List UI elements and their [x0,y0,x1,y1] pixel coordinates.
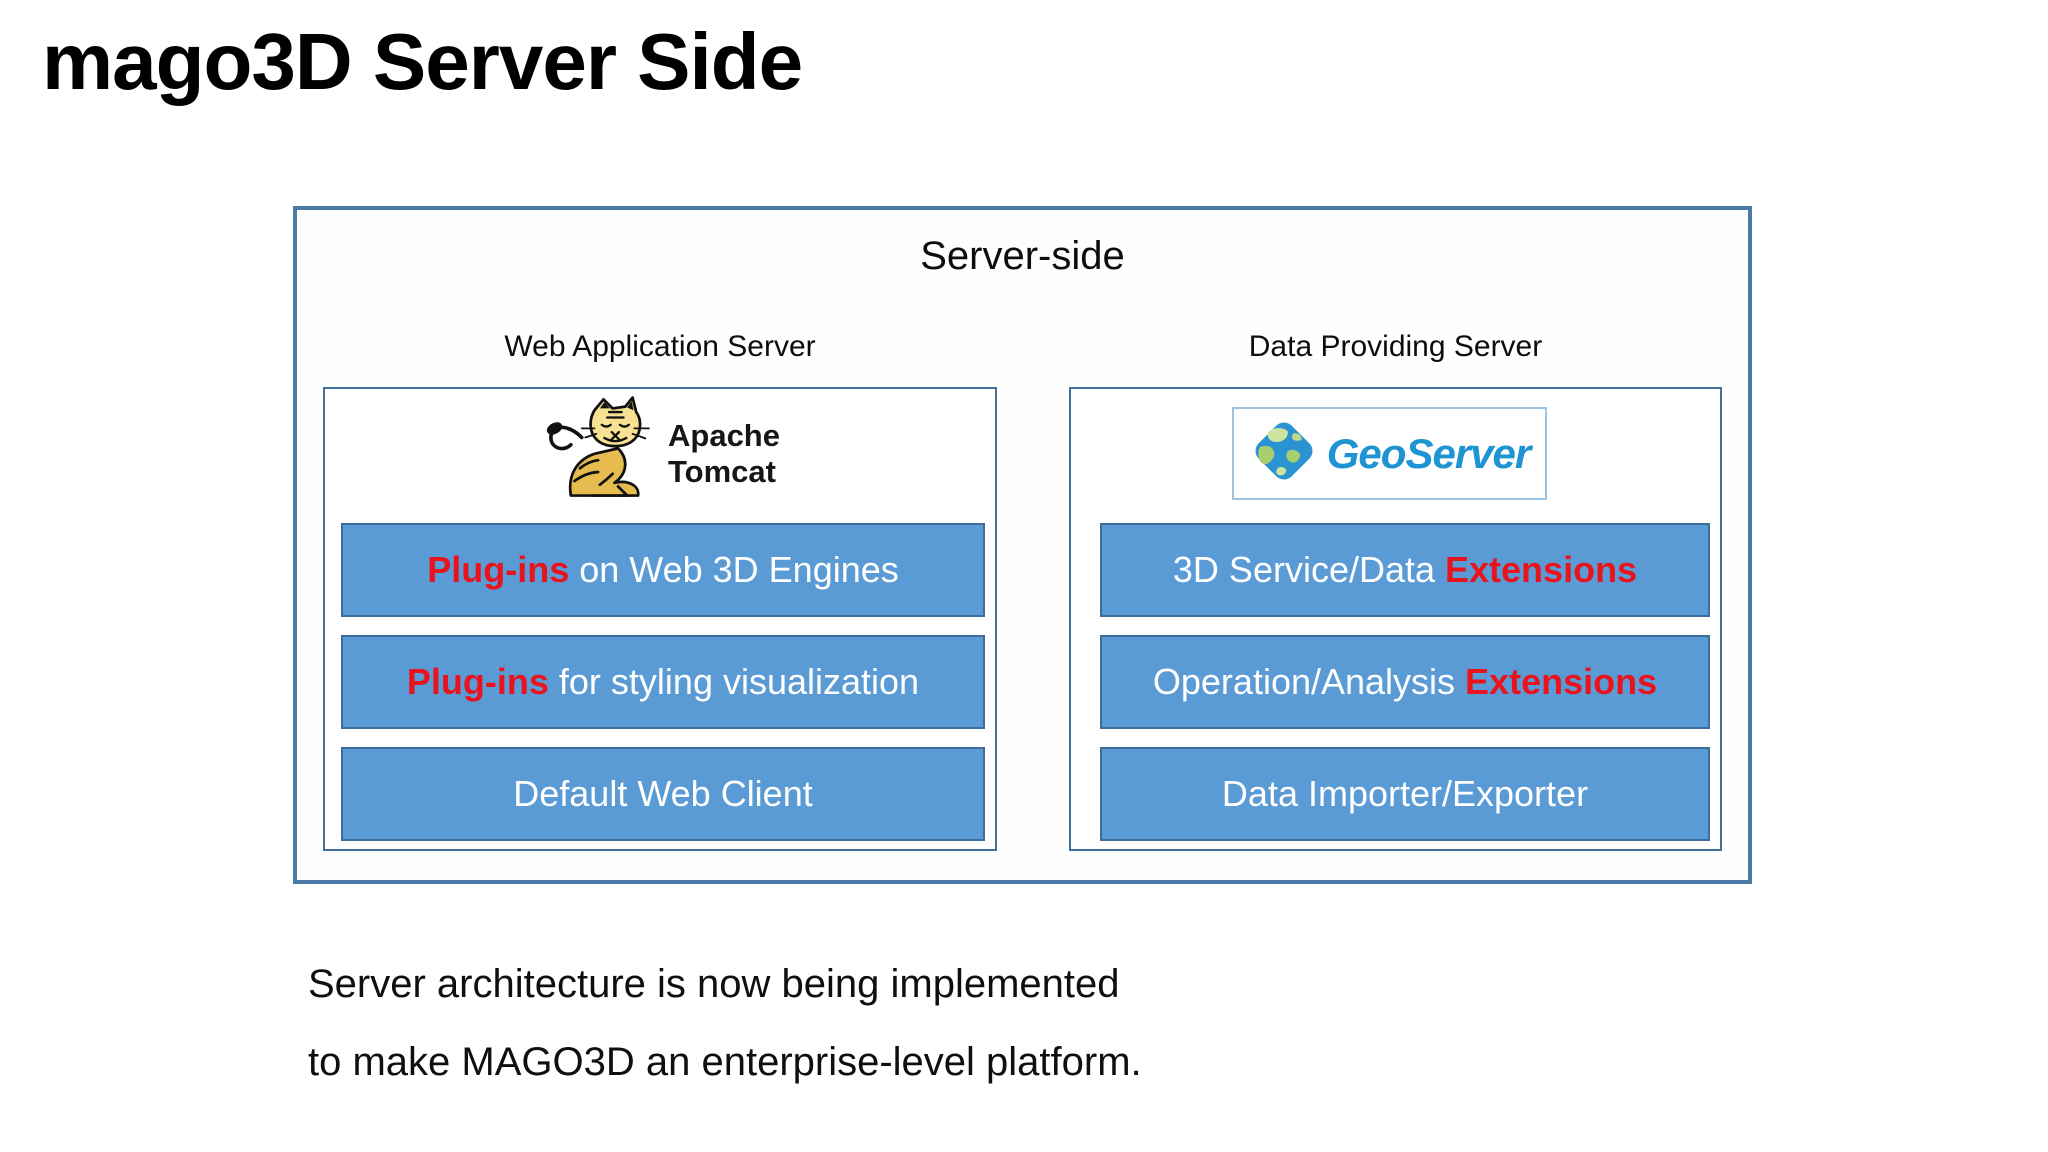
data-providing-server-label: Data Providing Server [1248,330,1543,363]
apache-tomcat-logo: Apache Tomcat [323,395,997,513]
bar-label: Operation/Analysis Extensions [1152,661,1658,702]
bar-label: 3D Service/Data Extensions [1172,549,1638,590]
tomcat-wordmark: Apache Tomcat [668,418,780,490]
tomcat-cat-icon [540,395,658,513]
tomcat-wordmark-line2: Tomcat [668,454,776,489]
geoserver-wordmark: GeoServer [1326,429,1531,477]
web-application-server-label: Web Application Server [504,330,816,363]
bar-label: Plug-ins on Web 3D Engines [427,549,899,590]
bar-data-importer-exporter: Data Importer/Exporter [1100,747,1710,841]
geoserver-logo: GeoServer [1232,407,1547,500]
caption-line-1: Server architecture is now being impleme… [308,962,1120,1006]
bar-3d-service-data-extensions: 3D Service/Data Extensions [1100,523,1710,617]
page-title: mago3D Server Side [42,17,803,106]
bar-plugins-styling-visualization: Plug-ins for styling visualization [341,635,985,729]
panel-heading: Server-side [920,234,1125,278]
bar-label: Plug-ins for styling visualization [406,661,920,702]
bar-label: Data Importer/Exporter [1221,773,1589,814]
caption-line-2: to make MAGO3D an enterprise-level platf… [308,1040,1142,1084]
bar-default-web-client: Default Web Client [341,747,985,841]
bar-label: Default Web Client [513,773,813,814]
bar-plugins-web-3d-engines: Plug-ins on Web 3D Engines [341,523,985,617]
tomcat-wordmark-line1: Apache [668,418,780,454]
bar-operation-analysis-extensions: Operation/Analysis Extensions [1100,635,1710,729]
geoserver-globe-icon [1249,416,1319,491]
